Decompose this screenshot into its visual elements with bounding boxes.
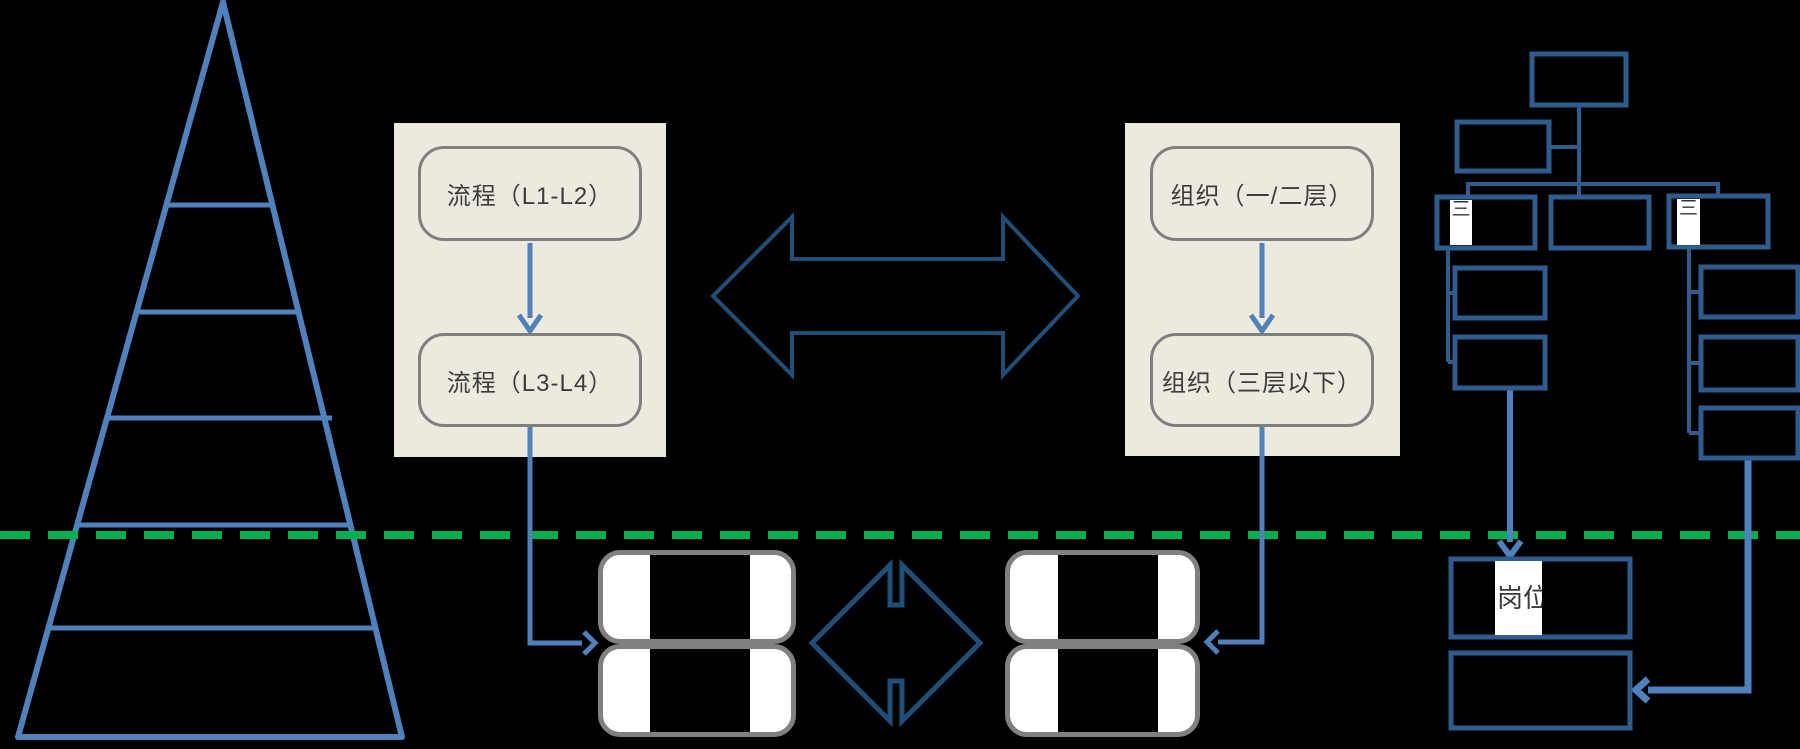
org-node-sub-right-3 [1698,405,1800,461]
detail-double-arrow [808,558,984,728]
process-internal-arrow [516,243,544,336]
pyramid-level-lines [49,202,377,631]
org-node-right-label-patch: 三 [1677,199,1700,245]
org-chart-nodes [1434,51,1800,731]
org-box-tier3-label: 组织（三层以下） [1162,369,1362,397]
org-node-left-label-patch: 三 [1450,200,1472,245]
org-node-right-partial-text: 三 [1678,199,1698,219]
org-node-sub-left-2 [1452,334,1548,391]
process-box-l3-l4: 流程（L3-L4） [418,333,642,427]
org-node-left-partial-text: 三 [1451,200,1471,220]
org-box-tier12-label: 组织（一/二层） [1170,183,1354,210]
org-box-tier3: 组织（三层以下） [1150,333,1374,427]
connectors [516,243,1752,704]
process-box-l1-l2: 流程（L1-L2） [418,146,642,241]
pyramid-outline [15,0,405,740]
org-node-level2 [1454,119,1552,174]
process-box-l1-l2-label: 流程（L1-L2） [446,183,614,210]
org-node-level3-left [1434,194,1538,251]
org-node-sub-right-2 [1698,334,1800,393]
org-internal-arrow [1248,243,1276,336]
org-chart [1434,51,1800,731]
org-to-bottom-arrow [1630,458,1752,704]
post-box [1448,556,1633,640]
org-node-sub-left-1 [1452,265,1548,321]
process-to-detail-arrow [527,427,599,656]
post-label: 岗位 [1497,583,1542,613]
bottom-box [1448,650,1633,731]
process-box-l3-l4-label: 流程（L3-L4） [446,369,614,397]
org-box-tier12: 组织（一/二层） [1150,146,1374,241]
org-detail-card-bottom [1005,644,1200,737]
pyramid [15,0,405,740]
org-node-level3-center [1548,194,1652,251]
org-node-sub-right-1 [1698,264,1800,320]
post-label-patch: 岗位 [1495,561,1542,635]
org-to-post-arrow [1496,388,1524,562]
process-org-double-arrow [710,211,1081,381]
process-detail-card-bottom [598,644,796,737]
org-to-detail-arrow [1203,427,1265,655]
org-detail-card-top [1005,550,1200,644]
process-detail-card-top [598,550,796,644]
org-node-root [1529,51,1629,108]
org-node-level3-right [1666,193,1771,250]
